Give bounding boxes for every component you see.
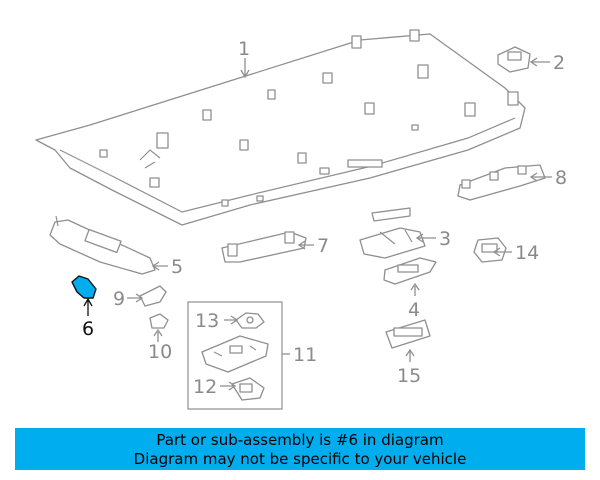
part-13[interactable]: [235, 312, 265, 329]
banner-line-2: Diagram may not be specific to your vehi…: [133, 450, 467, 468]
callout-2: 2: [553, 52, 565, 74]
part-2[interactable]: [497, 46, 531, 73]
part-11-bracket[interactable]: [201, 335, 269, 373]
leader-5: [151, 261, 168, 271]
leader-8: [529, 172, 552, 182]
part-15[interactable]: [385, 319, 431, 349]
leader-12: [220, 381, 237, 391]
leader-4: [410, 282, 420, 296]
leader-15: [405, 348, 415, 362]
callout-14: 14: [515, 242, 539, 264]
leader-13: [224, 315, 239, 325]
part-14[interactable]: [473, 237, 507, 263]
leader-1: [240, 58, 250, 79]
callout-4: 4: [408, 299, 420, 321]
leader-9: [127, 293, 144, 303]
part-11-group-box: [187, 301, 283, 410]
callout-7: 7: [317, 235, 329, 257]
leader-14: [492, 247, 512, 257]
part-12[interactable]: [231, 377, 265, 401]
callout-8: 8: [555, 167, 567, 189]
leader-10: [153, 328, 163, 342]
callout-5: 5: [171, 256, 183, 278]
part-6-highlighted[interactable]: [71, 275, 97, 299]
callout-15: 15: [397, 365, 421, 387]
callout-12: 12: [193, 376, 217, 398]
part-4[interactable]: [383, 257, 437, 285]
part-1-headliner[interactable]: [35, 29, 526, 226]
callout-11: 11: [293, 344, 317, 366]
part-5-sun-visor[interactable]: [49, 215, 156, 275]
leader-3: [415, 233, 436, 243]
callout-10: 10: [148, 341, 172, 363]
callout-1: 1: [238, 38, 250, 60]
part-9[interactable]: [139, 285, 167, 307]
callout-6: 6: [82, 318, 94, 340]
banner-line-1: Part or sub-assembly is #6 in diagram: [156, 431, 444, 449]
parts-diagram: 1 2 8 3 14 7 5: [35, 29, 567, 410]
leader-6: [83, 297, 93, 316]
part-10[interactable]: [149, 313, 169, 329]
part-3[interactable]: [359, 207, 426, 259]
part-8[interactable]: [457, 164, 546, 201]
callout-13: 13: [195, 310, 219, 332]
leader-2: [529, 57, 550, 67]
leader-7: [297, 240, 314, 250]
info-banner: Part or sub-assembly is #6 in diagram Di…: [15, 428, 585, 470]
callout-9: 9: [113, 288, 125, 310]
callout-3: 3: [439, 228, 451, 250]
part-7[interactable]: [221, 231, 307, 263]
